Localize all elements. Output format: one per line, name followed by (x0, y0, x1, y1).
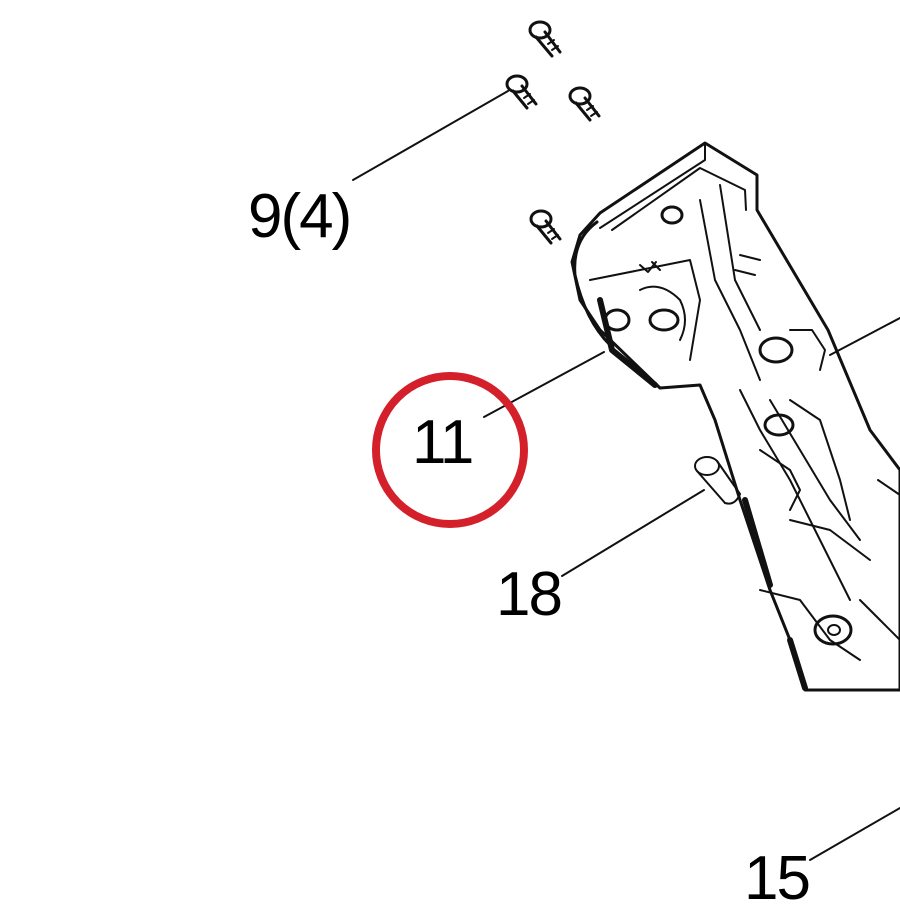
leader-line-right-mid (877, 479, 900, 496)
screw-left (505, 74, 538, 110)
screw-top (528, 20, 562, 58)
pin-part (694, 456, 741, 505)
callout-label-screw: 9(4) (248, 182, 352, 251)
leader-line-pin (561, 489, 705, 577)
screw-right (568, 86, 601, 122)
leader-line-housing (483, 351, 605, 418)
callout-label-housing: 11 (412, 408, 474, 477)
handle-housing (570, 141, 900, 692)
screw-lower (529, 209, 562, 245)
highlight-circle (372, 372, 528, 528)
leader-line-right-top (829, 317, 900, 356)
leader-line-screw (352, 90, 509, 181)
leader-line-bottom (809, 807, 900, 861)
callout-label-pin: 18 (496, 560, 563, 629)
callout-label-bottom: 15 (744, 844, 811, 913)
